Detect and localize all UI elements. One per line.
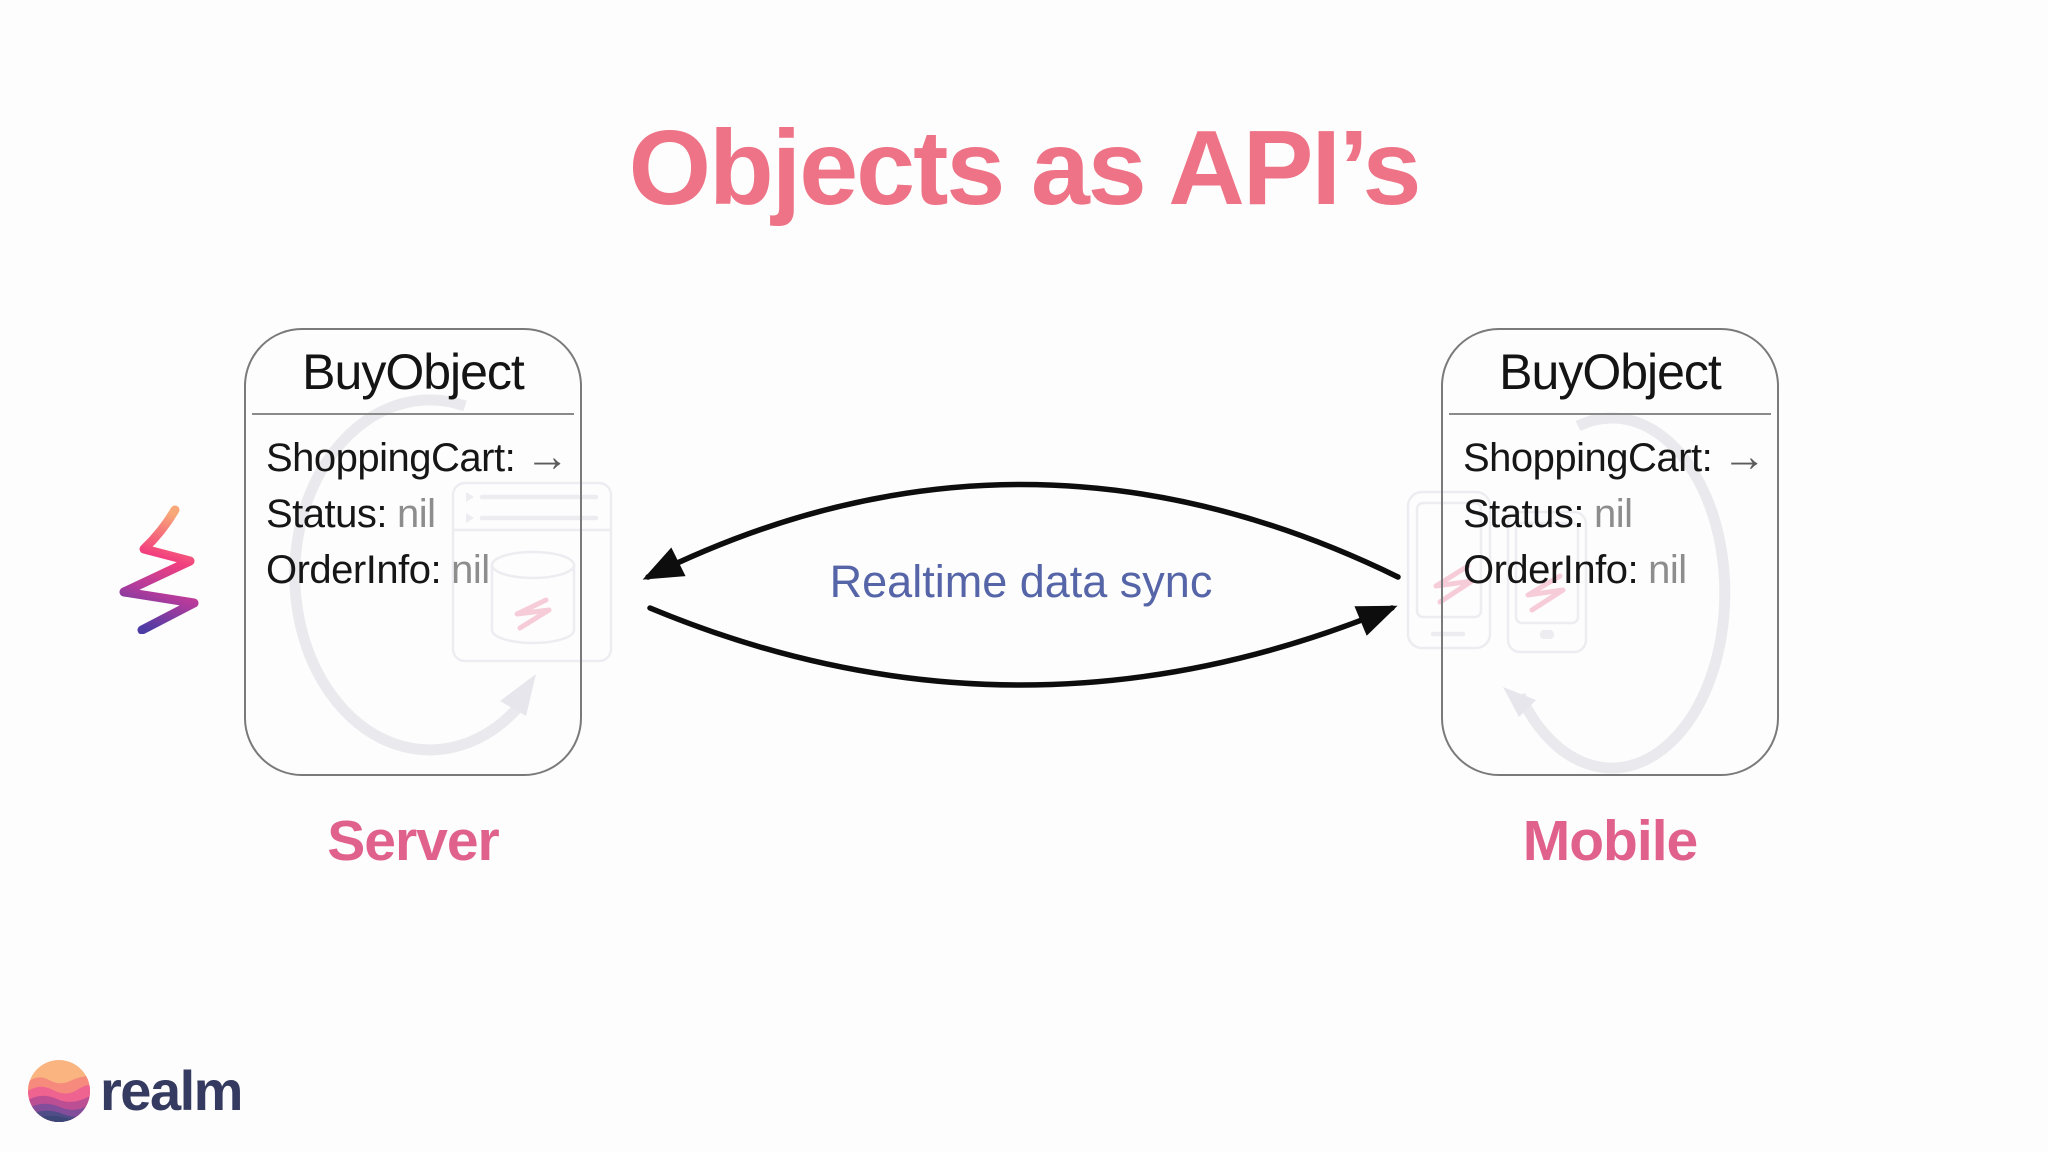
field-status: Status:nil: [1463, 492, 1633, 536]
server-caption: Server: [327, 809, 500, 873]
realm-wordmark: realm: [100, 1059, 243, 1122]
relation-arrow-icon: →: [525, 432, 569, 481]
server-card-title: BuyObject: [302, 343, 525, 400]
field-shoppingcart: ShoppingCart:→: [266, 432, 569, 481]
card-divider: [1449, 413, 1771, 415]
card-divider: [252, 413, 574, 415]
field-orderinfo: OrderInfo:nil: [266, 548, 490, 592]
mobile-card-title: BuyObject: [1499, 343, 1722, 400]
page-title: Objects as API’s: [628, 109, 1422, 227]
field-orderinfo: OrderInfo:nil: [1463, 548, 1687, 592]
sync-label: Realtime data sync: [829, 556, 1213, 607]
field-shoppingcart: ShoppingCart:→: [1463, 432, 1766, 481]
server-card-fields: ShoppingCart:→ Status:nil OrderInfo:nil: [246, 415, 580, 598]
sync-scribble-icon: [119, 505, 199, 634]
server-object-card: BuyObject ShoppingCart:→ Status:nil Orde…: [244, 328, 582, 776]
realm-logo: realm: [28, 1059, 243, 1122]
mobile-object-card: BuyObject ShoppingCart:→ Status:nil Orde…: [1441, 328, 1779, 776]
mobile-caption: Mobile: [1522, 809, 1699, 873]
mobile-card-fields: ShoppingCart:→ Status:nil OrderInfo:nil: [1443, 415, 1777, 598]
field-status: Status:nil: [266, 492, 436, 536]
mobile-card-column: BuyObject ShoppingCart:→ Status:nil Orde…: [1441, 328, 1779, 874]
realm-logo-icon: [28, 1060, 90, 1122]
server-card-column: BuyObject ShoppingCart:→ Status:nil Orde…: [244, 328, 582, 874]
relation-arrow-icon: →: [1722, 432, 1766, 481]
arrow-to-mobile: [647, 605, 1398, 688]
